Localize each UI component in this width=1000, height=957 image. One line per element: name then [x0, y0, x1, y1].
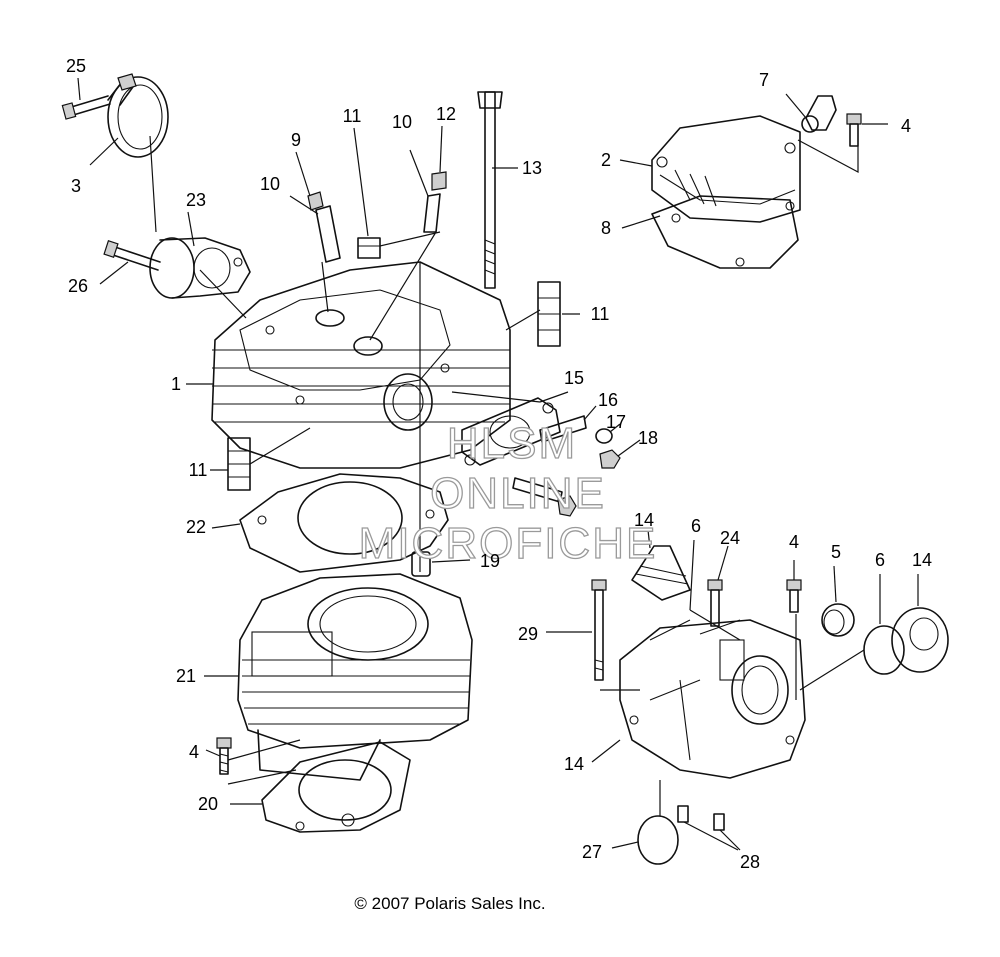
long-bolt-part [591, 579, 607, 681]
callout-19: 19 [480, 551, 500, 571]
callout-3: 3 [71, 176, 81, 196]
watermark-line-3: MICROFICHE [359, 519, 658, 568]
housing-screw-part [786, 579, 802, 613]
callout-11-top: 11 [343, 106, 362, 126]
leader-lines [77, 77, 919, 851]
callout-4-left: 4 [189, 742, 199, 762]
cylinder-head-part [211, 261, 511, 469]
callout-21: 21 [176, 666, 196, 686]
exhaust-flange-part [461, 397, 561, 466]
breather-elbow-part [801, 95, 837, 133]
callout-11-right: 11 [591, 304, 610, 324]
intake-clamp-part [107, 73, 169, 158]
callout-4-right: 4 [789, 532, 799, 552]
callout-24: 24 [720, 528, 740, 548]
callout-14-boot: 14 [634, 510, 654, 530]
callout-7: 7 [759, 70, 769, 90]
callout-9: 9 [291, 130, 301, 150]
callout-14-cap: 14 [912, 550, 932, 570]
callout-6-right: 6 [875, 550, 885, 570]
callout-6-top: 6 [691, 516, 701, 536]
callout-23: 23 [186, 190, 206, 210]
spacer-block-top-part [357, 237, 381, 259]
head-gasket-part [239, 473, 449, 573]
callout-12: 12 [436, 104, 456, 124]
plug-part [821, 603, 855, 637]
intake-boot-part [149, 237, 251, 299]
valve-guide-right-part [423, 171, 447, 233]
callout-13: 13 [522, 158, 542, 178]
callout-1: 1 [171, 374, 181, 394]
cam-housing-part [619, 619, 806, 779]
o-ring-part [863, 625, 905, 675]
copyright-text: © 2007 Polaris Sales Inc. [354, 894, 546, 913]
watermark-line-1: HLSM [447, 419, 577, 468]
callout-22: 22 [186, 517, 206, 537]
callout-28: 28 [740, 852, 760, 872]
watermark-line-2: ONLINE [430, 469, 606, 518]
cylinder-part [237, 573, 473, 781]
callout-25: 25 [66, 56, 86, 76]
callout-26: 26 [68, 276, 88, 296]
camshaft-bolt-part [707, 579, 723, 627]
callout-4-top: 4 [901, 116, 911, 136]
cap-disc-part [637, 815, 679, 865]
spacer-stack-left-part [227, 437, 251, 491]
callout-27: 27 [582, 842, 602, 862]
base-gasket-part [261, 741, 411, 833]
callout-16: 16 [598, 390, 618, 410]
spacer-stack-right-part [537, 281, 561, 347]
base-screw-part [216, 737, 232, 775]
cover-screw-part [846, 113, 862, 147]
valve-cover-gasket-part [651, 195, 799, 269]
callout-8: 8 [601, 218, 611, 238]
callout-29: 29 [518, 624, 538, 644]
valve-guide-left-part [307, 191, 341, 263]
callout-15: 15 [564, 368, 584, 388]
callout-17: 17 [606, 412, 626, 432]
callout-20: 20 [198, 794, 218, 814]
callout-10-left: 10 [260, 174, 280, 194]
boot-screw-part [103, 240, 161, 271]
callout-11-left: 11 [189, 460, 208, 480]
dowel-pair-part [677, 805, 725, 831]
clamp-screw-part [61, 95, 111, 120]
exhaust-nut-part [557, 449, 621, 517]
callout-2: 2 [601, 150, 611, 170]
washer-part [595, 428, 613, 444]
callout-14-housing: 14 [564, 754, 584, 774]
dowel-pin-part [411, 551, 431, 577]
head-stud-part [477, 91, 503, 289]
watermark: HLSM ONLINE MICROFICHE [358, 418, 658, 568]
callout-10-right: 10 [392, 112, 412, 132]
end-cap-part [891, 607, 949, 673]
callout-18: 18 [638, 428, 658, 448]
rubber-boot-part [631, 545, 691, 601]
valve-cover-part [651, 115, 801, 223]
callout-5: 5 [831, 542, 841, 562]
callout-labels: 25 3 23 26 9 10 11 10 12 13 1 11 11 15 1… [66, 56, 932, 872]
